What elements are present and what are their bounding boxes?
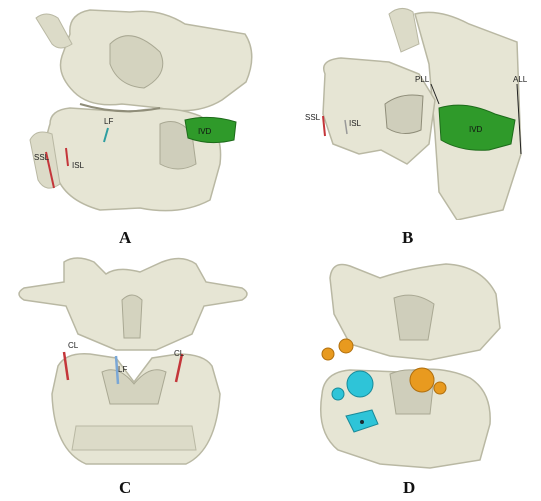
facet-orange-1: [339, 339, 353, 353]
lamina-lower: [102, 370, 166, 404]
facet-orange-2: [322, 348, 334, 360]
label-isl: ISL: [349, 119, 362, 128]
panel-letter-b: B: [402, 228, 413, 248]
facet-orange-3: [410, 368, 434, 392]
label-cl-right: CL: [174, 349, 185, 358]
facet-cyan-2: [332, 388, 344, 400]
panel-b: SSL ISL PLL IVD ALL: [289, 4, 533, 220]
panel-c-illustration: CL CL LF: [6, 254, 262, 470]
panel-a-illustration: SSL ISL LF IVD: [10, 4, 260, 220]
panel-a: SSL ISL LF IVD: [10, 4, 260, 220]
panel-d-illustration: [310, 254, 520, 472]
label-pll: PLL: [415, 75, 430, 84]
panel-letter-d: D: [403, 478, 415, 498]
label-isl: ISL: [72, 161, 85, 170]
foramen-shadow: [385, 95, 423, 134]
panel-letter-a: A: [119, 228, 131, 248]
panel-letter-c: C: [119, 478, 131, 498]
label-cl-left: CL: [68, 341, 79, 350]
facet-cyan-1: [347, 371, 373, 397]
lamina-upper: [394, 295, 434, 340]
label-all: ALL: [513, 75, 528, 84]
facet-orange-4: [434, 382, 446, 394]
vertebral-body-endplate: [72, 426, 196, 450]
spinous-process: [122, 295, 142, 338]
label-ivd: IVD: [469, 125, 483, 134]
label-lf: LF: [118, 365, 127, 374]
label-ssl: SSL: [305, 113, 321, 122]
facet-cyan-dot: [360, 420, 364, 424]
label-ivd: IVD: [198, 127, 212, 136]
panel-c: CL CL LF: [6, 254, 262, 470]
label-lf: LF: [104, 117, 113, 126]
label-ssl: SSL: [34, 153, 50, 162]
panel-b-illustration: SSL ISL PLL IVD ALL: [289, 4, 533, 220]
spinous-process-upper: [36, 14, 72, 48]
panel-d: [310, 254, 520, 472]
